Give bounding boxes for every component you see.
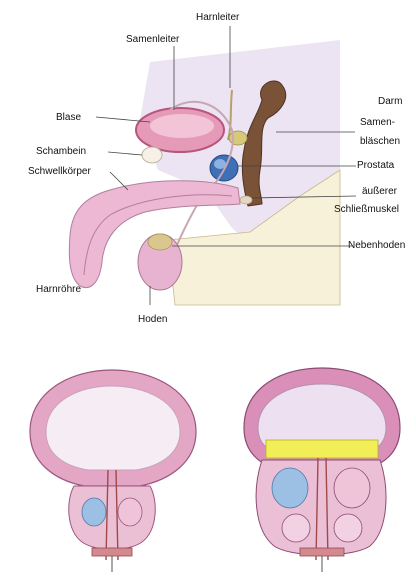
- lobe-left-b: [118, 498, 142, 526]
- label-samenblaeschen-2: bläschen: [360, 136, 400, 147]
- prostate-body-right: [256, 460, 386, 555]
- label-samenleiter: Samenleiter: [126, 34, 179, 45]
- nodule-right-d: [334, 514, 362, 542]
- prostate-enlarged-section: [244, 368, 400, 572]
- sagittal-diagram: [69, 26, 356, 305]
- pubic-bone: [142, 147, 162, 163]
- label-darm: Darm: [378, 96, 402, 107]
- nodule-right-b: [334, 468, 370, 508]
- label-schliessmuskel-2: Schließmuskel: [334, 204, 399, 215]
- nodule-right-a: [272, 468, 308, 508]
- sphincter-right: [300, 548, 344, 556]
- label-prostata: Prostata: [357, 160, 394, 171]
- nodule-right-c: [282, 514, 310, 542]
- label-blase: Blase: [56, 112, 81, 123]
- label-harnroehre: Harnröhre: [36, 284, 81, 295]
- label-schwellkoerper: Schwellkörper: [28, 166, 91, 177]
- label-schambein: Schambein: [36, 146, 86, 157]
- label-harnleiter: Harnleiter: [196, 12, 239, 23]
- label-schliessmuskel-1: äußerer: [362, 186, 397, 197]
- lobe-left-a: [82, 498, 106, 526]
- sphincter-left: [92, 548, 132, 556]
- epididymis: [148, 234, 172, 250]
- label-nebenhoden: Nebenhoden: [348, 240, 405, 251]
- label-samenblaeschen-1: Samen-: [360, 117, 395, 128]
- label-hoden: Hoden: [138, 314, 167, 325]
- prostate-normal-section: [30, 370, 196, 572]
- enlargement-zone: [266, 440, 378, 458]
- prostate-body-left: [69, 486, 156, 550]
- bladder-lumen-left: [46, 386, 180, 470]
- external-sphincter: [240, 196, 252, 204]
- bladder-inner: [150, 114, 214, 138]
